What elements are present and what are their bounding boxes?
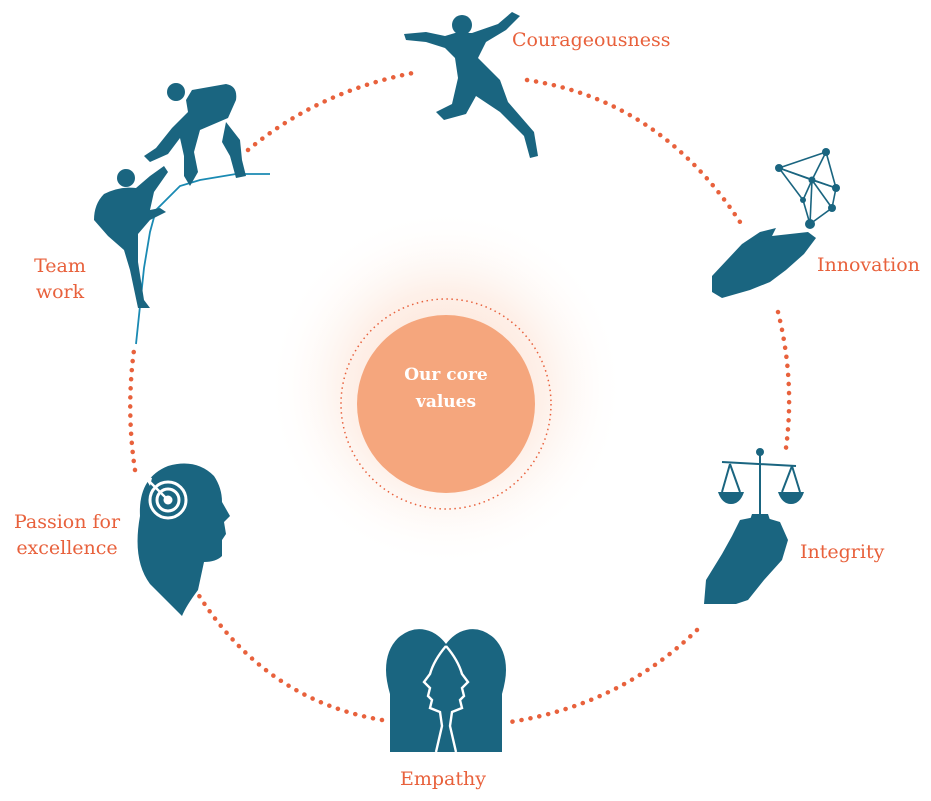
label-teamwork: Team work — [30, 253, 90, 305]
arc-teamwork-courage — [245, 69, 421, 153]
label-passion-line2: excellence — [16, 537, 118, 559]
cycle-arrows — [127, 69, 792, 725]
arc-integrity-empathy — [507, 627, 700, 725]
center-circle — [357, 315, 535, 493]
arc-innovation-integrity — [775, 309, 792, 451]
label-teamwork-line2: work — [35, 281, 85, 303]
label-passion-line1: Passion for — [13, 511, 121, 533]
label-empathy: Empathy — [400, 768, 486, 790]
arc-courage-innovation — [524, 77, 743, 225]
hand-holding-network-icon — [712, 148, 840, 298]
center-title-line2: values — [415, 392, 477, 412]
jumping-person-icon — [404, 12, 538, 158]
arc-empathy-passion — [195, 591, 385, 723]
label-innovation: Innovation — [817, 254, 920, 276]
center-ring — [340, 298, 552, 510]
center-title-line1: Our core — [404, 365, 488, 385]
label-passion-for-excellence: Passion for excellence — [8, 509, 126, 561]
climbers-helping-icon — [94, 83, 270, 345]
label-courageousness: Courageousness — [512, 29, 671, 51]
arc-passion-teamwork — [127, 347, 138, 473]
head-with-target-icon — [137, 463, 230, 616]
center-title: Our core values — [372, 362, 520, 416]
label-teamwork-line1: Team — [34, 255, 86, 277]
two-faces-icon — [386, 629, 506, 753]
label-integrity: Integrity — [800, 541, 885, 563]
hand-holding-scales-icon — [704, 448, 804, 604]
